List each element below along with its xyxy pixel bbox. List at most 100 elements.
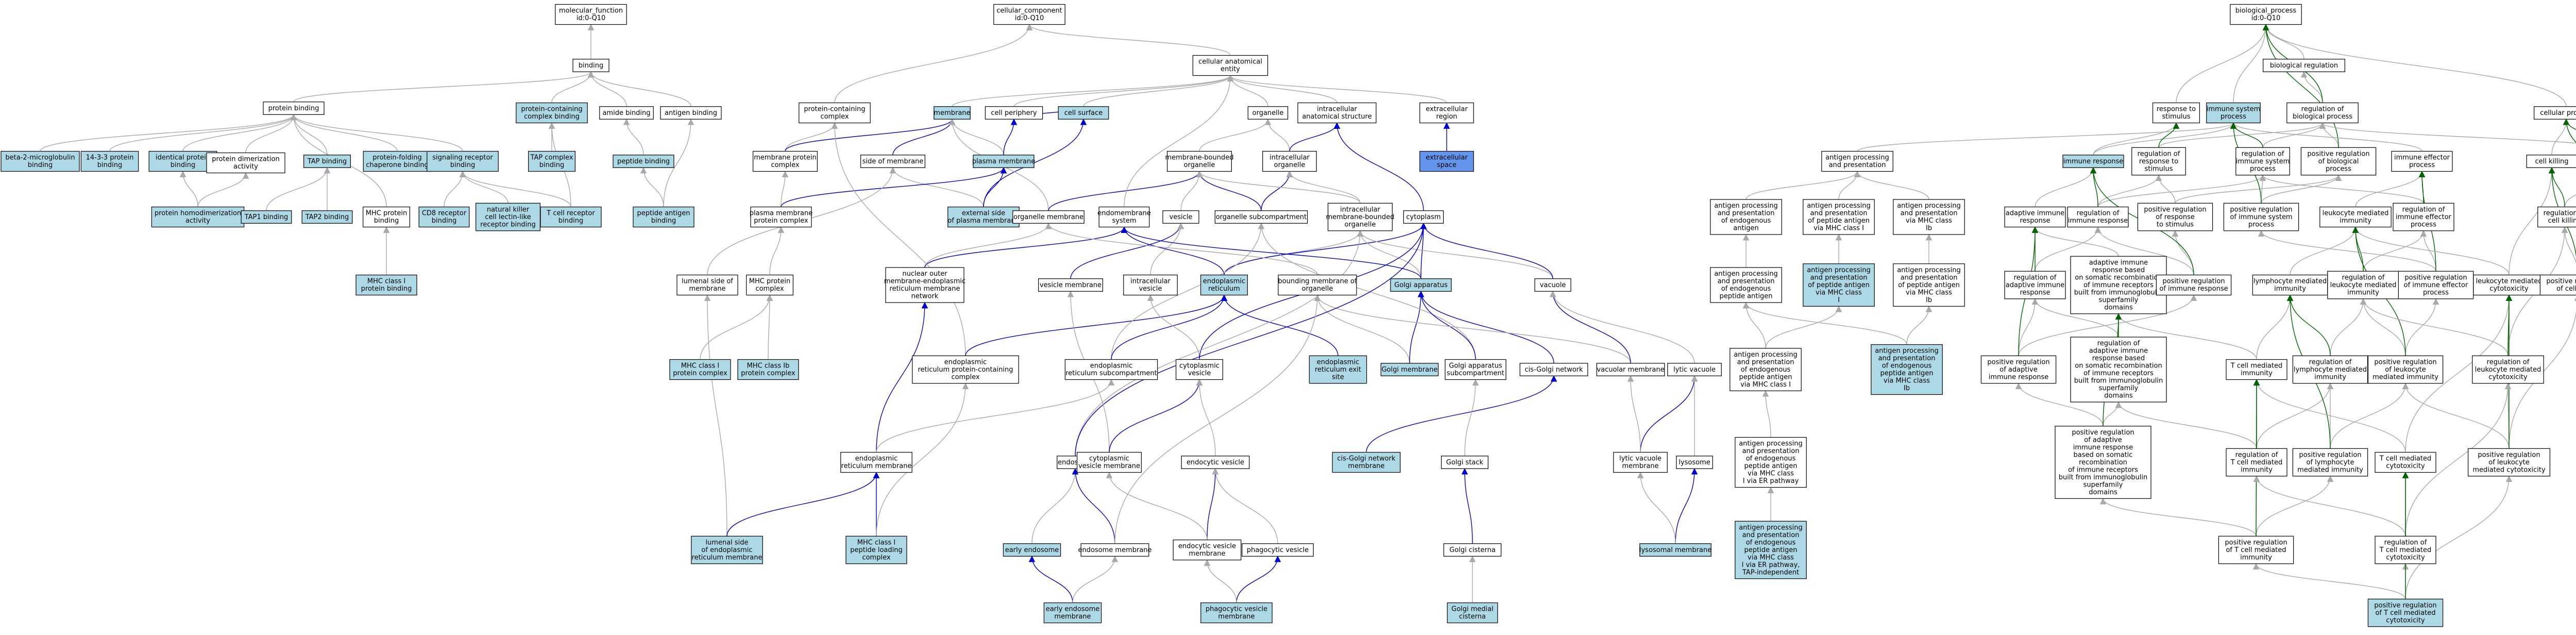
go-term-box[interactable] <box>1077 452 1142 473</box>
go-term-box[interactable] <box>301 210 353 224</box>
go-term-box[interactable] <box>1278 274 1357 296</box>
go-term-box[interactable] <box>691 536 763 564</box>
go-term-box[interactable] <box>1803 199 1875 235</box>
go-term-box[interactable] <box>1443 543 1502 557</box>
go-term-box[interactable] <box>363 151 432 172</box>
go-term-box[interactable] <box>1043 602 1102 624</box>
go-term-box[interactable] <box>2070 337 2167 403</box>
go-term-box[interactable] <box>2131 147 2186 176</box>
go-term-box[interactable] <box>885 267 964 303</box>
go-term-box[interactable] <box>1242 543 1314 557</box>
go-term-box[interactable] <box>427 151 499 172</box>
go-term-box[interactable] <box>676 274 738 296</box>
go-term-box[interactable] <box>752 151 818 172</box>
go-term-box[interactable] <box>528 151 575 172</box>
go-term-node[interactable]: side of membrane <box>860 155 925 168</box>
go-term-box[interactable] <box>1980 355 2057 384</box>
go-term-box[interactable] <box>1098 206 1150 228</box>
go-term-box[interactable] <box>540 206 602 228</box>
go-term-node[interactable]: vacuole <box>1534 278 1571 292</box>
go-term-box[interactable] <box>1080 543 1149 557</box>
go-term-box[interactable] <box>241 210 292 224</box>
go-term-box[interactable] <box>845 536 907 564</box>
go-term-box[interactable] <box>1676 456 1713 469</box>
go-term-box[interactable] <box>1639 543 1711 557</box>
go-term-box[interactable] <box>973 155 1035 168</box>
go-term-box[interactable] <box>206 152 285 174</box>
go-term-box[interactable] <box>2067 206 2129 228</box>
go-term-box[interactable] <box>1445 359 1506 380</box>
go-term-box[interactable] <box>2292 355 2368 384</box>
go-term-box[interactable] <box>993 4 1065 25</box>
go-term-box[interactable] <box>1297 102 1377 124</box>
go-term-box[interactable] <box>613 155 674 168</box>
go-term-box[interactable] <box>2004 271 2066 299</box>
go-term-box[interactable] <box>2230 4 2302 25</box>
go-term-box[interactable] <box>2526 155 2576 168</box>
go-term-box[interactable] <box>1667 363 1722 376</box>
go-term-box[interactable] <box>633 206 694 228</box>
go-term-box[interactable] <box>2472 355 2544 384</box>
go-term-box[interactable] <box>572 59 609 72</box>
go-term-box[interactable] <box>1332 452 1401 473</box>
go-term-box[interactable] <box>418 206 470 228</box>
go-term-box[interactable] <box>1419 102 1474 124</box>
go-term-node[interactable]: Golgi cisterna <box>1443 543 1502 557</box>
go-term-box[interactable] <box>355 274 417 296</box>
go-term-box[interactable] <box>2062 155 2124 168</box>
go-term-node[interactable]: phagocytic vesicle <box>1242 543 1314 557</box>
go-term-node[interactable]: TAP binding <box>303 155 351 168</box>
go-term-box[interactable] <box>745 274 793 296</box>
go-term-box[interactable] <box>1064 359 1158 380</box>
go-term-box[interactable] <box>1181 456 1250 469</box>
go-term-box[interactable] <box>2292 448 2368 477</box>
go-term-node[interactable]: cell periphery <box>985 106 1043 120</box>
go-term-node[interactable]: cis-Golgi network <box>1519 363 1588 376</box>
go-term-box[interactable] <box>2375 452 2436 473</box>
go-term-node[interactable]: biological regulation <box>2263 59 2346 72</box>
go-term-box[interactable] <box>2218 536 2294 564</box>
go-term-box[interactable] <box>2226 448 2287 477</box>
go-term-box[interactable] <box>1012 210 1084 224</box>
go-term-box[interactable] <box>2375 536 2436 564</box>
go-term-node[interactable]: Golgi stack <box>1441 456 1489 469</box>
